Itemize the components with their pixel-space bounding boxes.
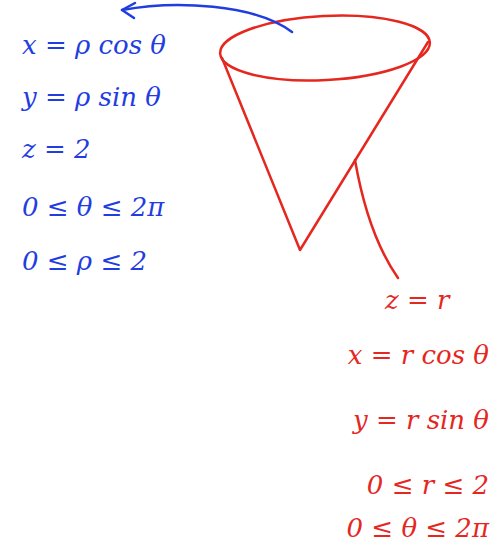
disk-bound: 0 ≤ θ ≤ 2π	[22, 192, 164, 223]
cone-equation: y = r sin θ	[353, 405, 489, 436]
cone-equation: z = r	[385, 285, 449, 316]
pointer-arrow	[122, 5, 292, 32]
cone-rim	[218, 11, 431, 86]
disk-bound: 0 ≤ ρ ≤ 2	[22, 246, 147, 277]
cone-bound: 0 ≤ θ ≤ 2π	[347, 513, 489, 544]
cone-equation: x = r cos θ	[348, 340, 489, 371]
disk-equation: y = ρ sin θ	[22, 82, 161, 113]
disk-equation: z = 2	[22, 134, 91, 165]
leader-line	[355, 160, 398, 278]
arrowhead	[122, 3, 135, 18]
disk-equation: x = ρ cos θ	[22, 30, 166, 61]
cone-side	[222, 42, 428, 250]
cone-bound: 0 ≤ r ≤ 2	[367, 470, 489, 501]
